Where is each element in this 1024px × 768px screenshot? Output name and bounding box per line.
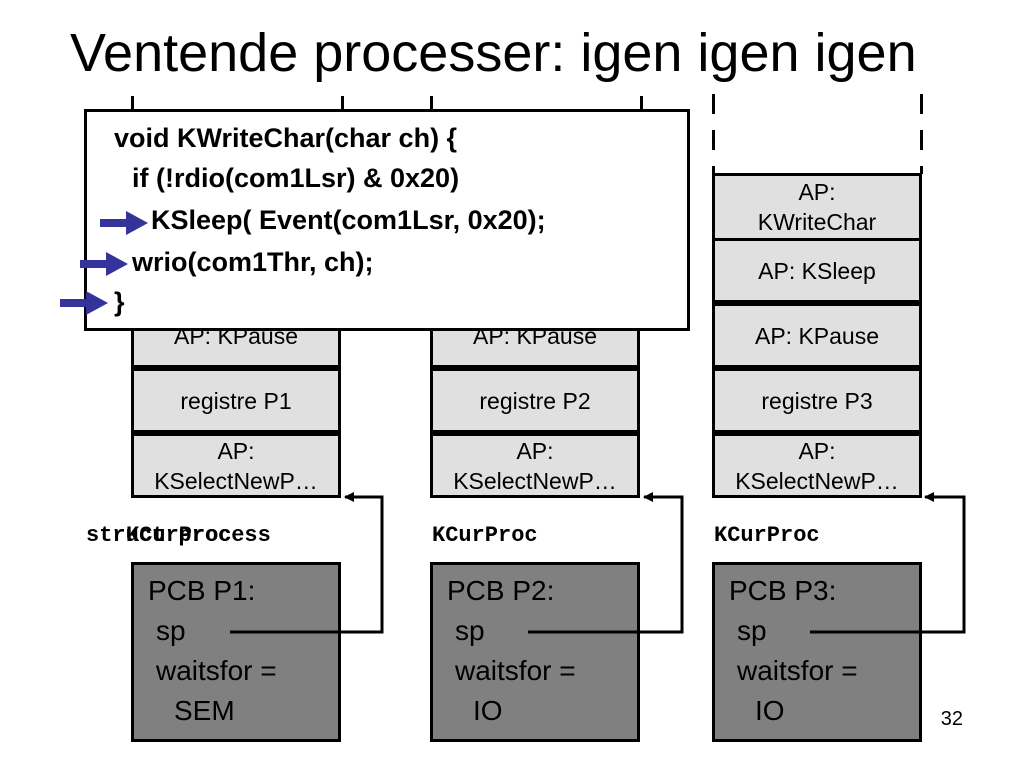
code-line: void KWriteChar(char ch) { — [114, 123, 458, 153]
kcurproc-label: KCurProc — [714, 523, 820, 548]
stack-boundary-line — [341, 96, 344, 110]
stack-frame-registers: registre P2 — [430, 368, 640, 433]
pcb-sp: sp — [156, 615, 186, 646]
pcb-waitsfor: waitsfor = — [737, 655, 858, 686]
stack-frame-registers: registre P3 — [712, 368, 922, 433]
stack-frame-kselectnewprocess: AP:KSelectNewP… — [131, 433, 341, 498]
pcb-title: PCB P1: — [148, 575, 256, 606]
code-line: } — [114, 287, 125, 317]
kcurproc-label: KCurProc — [432, 523, 538, 548]
stack-frame-registers: registre P1 — [131, 368, 341, 433]
execution-arrow-icon — [60, 291, 108, 315]
page-number: 32 — [940, 708, 963, 730]
stack-frame-kselectnewprocess: AP:KSelectNewP… — [712, 433, 922, 498]
pcb-title: PCB P3: — [729, 575, 837, 606]
code-line: KSleep( Event(com1Lsr, 0x20); — [151, 205, 546, 235]
stack-boundary-line — [430, 96, 433, 110]
pcb-box: PCB P1: sp waitsfor = SEM — [131, 562, 341, 742]
sp-pointer-arrow — [528, 492, 684, 634]
stack-boundary-line — [640, 96, 643, 110]
code-line: if (!rdio(com1Lsr) & 0x20) — [132, 163, 460, 193]
stack-boundary-dashed-line — [920, 94, 923, 174]
stack-frame-ksleep: AP: KSleep — [712, 238, 922, 303]
pcb-sp: sp — [737, 615, 767, 646]
pcb-waitsfor-value: SEM — [174, 695, 235, 726]
pcb-waitsfor-value: IO — [755, 695, 785, 726]
pcb-title: PCB P2: — [447, 575, 555, 606]
code-line: wrio(com1Thr, ch); — [132, 247, 374, 277]
pcb-waitsfor-value: IO — [473, 695, 503, 726]
kcurproc-label: KCurProc — [126, 523, 232, 548]
stack-frame-kselectnewprocess: AP:KSelectNewP… — [430, 433, 640, 498]
execution-arrow-icon — [100, 211, 148, 235]
stack-boundary-dashed-line — [712, 94, 715, 174]
pcb-box: PCB P3: sp waitsfor = IO — [712, 562, 922, 742]
code-box: void KWriteChar(char ch) { if (!rdio(com… — [84, 109, 690, 331]
sp-pointer-arrow — [810, 492, 966, 634]
slide-title: Ventende processer: igen igen igen — [70, 23, 917, 83]
stack-boundary-line — [131, 96, 134, 110]
stack-frame-kpause: AP: KPause — [712, 303, 922, 368]
pcb-waitsfor: waitsfor = — [455, 655, 576, 686]
overlapping-type-label: struct process — [86, 523, 271, 548]
pcb-box: PCB P2: sp waitsfor = IO — [430, 562, 640, 742]
stack-frame-kwritechar: AP:KWriteChar — [712, 173, 922, 241]
pcb-waitsfor: waitsfor = — [156, 655, 277, 686]
pcb-sp: sp — [455, 615, 485, 646]
sp-pointer-arrow — [230, 492, 384, 634]
execution-arrow-icon — [80, 252, 128, 276]
